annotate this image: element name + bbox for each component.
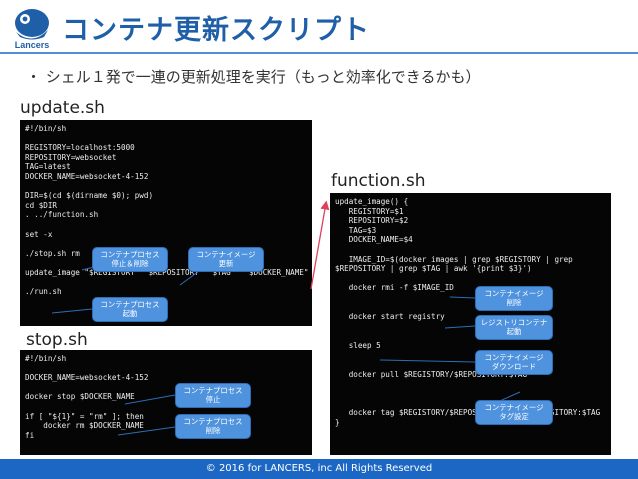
slide-title: コンテナ更新スクリプト <box>62 15 370 46</box>
function-sh-terminal: update_image() { REGISTORY=$1 REPOSITORY… <box>330 193 611 455</box>
callout-image-download: コンテナイメージ ダウンロード <box>475 350 553 375</box>
logo-wordmark: Lancers <box>14 40 50 50</box>
slide-bullet: ・ シェル１発で一連の更新処理を実行（もっと効率化できるかも） <box>26 68 481 86</box>
callout-registry-start: レジストリコンテナ 起動 <box>475 315 553 340</box>
callout-image-update: コンテナイメージ 更新 <box>188 247 264 272</box>
callout-image-tag: コンテナイメージ タグ設定 <box>475 400 553 425</box>
update-sh-code: #!/bin/sh REGISTORY=localhost:5000 REPOS… <box>25 124 309 297</box>
callout-process-remove: コンテナプロセス 削除 <box>175 414 251 439</box>
stop-sh-label: stop.sh <box>26 330 88 350</box>
callout-stop-remove: コンテナプロセス 停止＆削除 <box>92 247 168 272</box>
lancers-logo: Lancers <box>8 6 56 52</box>
function-sh-label: function.sh <box>331 171 426 191</box>
footer-bar: © 2016 for LANCERS, inc All Rights Reser… <box>0 459 638 479</box>
stop-sh-code: #!/bin/sh DOCKER_NAME=websocket-4-152 do… <box>25 354 149 440</box>
footer-copyright: © 2016 for LANCERS, inc All Rights Reser… <box>205 463 433 474</box>
title-divider <box>0 52 638 54</box>
stop-sh-terminal: #!/bin/sh DOCKER_NAME=websocket-4-152 do… <box>20 350 312 455</box>
callout-process-stop: コンテナプロセス 停止 <box>175 383 251 408</box>
update-sh-terminal: #!/bin/sh REGISTORY=localhost:5000 REPOS… <box>20 120 312 326</box>
function-sh-code: update_image() { REGISTORY=$1 REPOSITORY… <box>335 197 601 427</box>
callout-process-start: コンテナプロセス 起動 <box>92 297 168 322</box>
function-link-arrow <box>310 200 330 290</box>
callout-image-remove: コンテナイメージ 削除 <box>475 286 553 311</box>
update-sh-label: update.sh <box>20 98 105 118</box>
